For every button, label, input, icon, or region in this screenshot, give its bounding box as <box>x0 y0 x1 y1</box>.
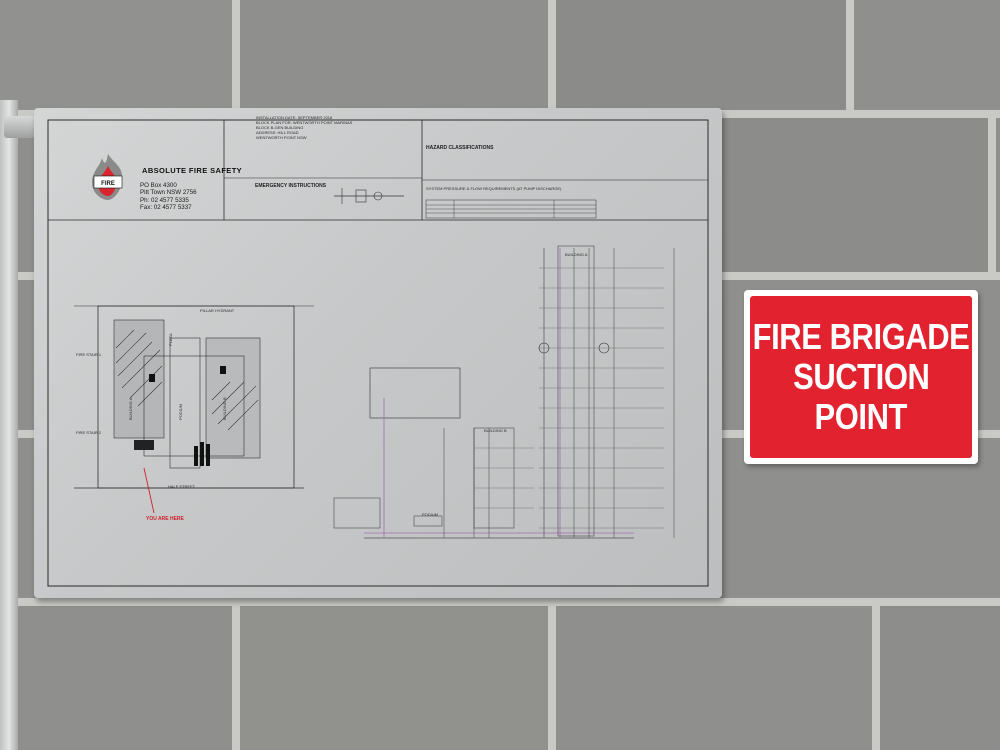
company-address: PO Box 4300 Pitt Town NSW 2756 Ph: 02 45… <box>140 182 197 212</box>
plan-label-fire-stair-1: FIRE STAIR 1 <box>76 352 102 357</box>
address-line: Fax: 02 4577 5337 <box>140 204 192 212</box>
company-name: ABSOLUTE FIRE SAFETY <box>142 166 243 175</box>
address-line: PO Box 4300 <box>140 182 177 189</box>
riser-label-building-b: BUILDING B <box>484 428 507 433</box>
block-plan-for: BLOCK PLAN FOR: WENTWORTH POINT MARINAS <box>256 120 353 125</box>
you-are-here-marker: YOU ARE HERE <box>146 516 184 522</box>
install-date: INSTALLATION DATE: SEPTEMBER 2018 <box>256 115 333 120</box>
emergency-instructions-heading: EMERGENCY INSTRUCTIONS <box>255 183 327 189</box>
fire-block-plan-plaque: FIRE <box>34 108 722 598</box>
system-pressure-heading: SYSTEM PRESSURE & FLOW REQUIREMENTS (AT … <box>426 186 562 191</box>
sign-red-panel: FIRE BRIGADE SUCTION POINT <box>750 296 972 458</box>
sign-line-1: FIRE BRIGADE <box>752 316 970 357</box>
sign-line-2: SUCTION <box>792 356 930 397</box>
address-value: WENTWORTH POINT NSW <box>256 135 307 140</box>
riser-label-building-a: BUILDING A <box>565 252 588 257</box>
install-info: INSTALLATION DATE: SEPTEMBER 2018 BLOCK … <box>256 115 352 140</box>
address-line: Pitt Town NSW 2756 <box>140 189 197 197</box>
plan-label-podium: PODIUM <box>178 404 183 420</box>
block-name: BLOCK B-GEN BUILDING <box>256 125 304 130</box>
plan-label-building-a: BUILDING A <box>128 397 133 420</box>
plan-label-fire-stair-2: FIRE STAIR 2 <box>76 430 102 435</box>
hazard-classifications-heading: HAZARD CLASSIFICATIONS <box>426 145 494 151</box>
sign-line-3: POINT <box>814 396 908 437</box>
riser-label-podium: PODIUM <box>422 512 438 517</box>
plan-label-plaza: PLAZA <box>168 333 173 346</box>
fire-brigade-suction-point-sign: FIRE BRIGADE SUCTION POINT <box>744 290 978 464</box>
address-line: Ph: 02 4577 5335 <box>140 196 189 204</box>
svg-text:FIRE: FIRE <box>101 181 115 187</box>
plan-label-pillar-hydrant: PILLAR HYDRANT <box>200 308 235 313</box>
plan-label-half-street: HALF STREET <box>168 484 196 489</box>
wall-conduit-pipe <box>0 100 18 750</box>
address-label: ADDRESS: HILL ROAD <box>256 130 299 135</box>
plan-label-building-b: BUILDING B <box>222 397 227 420</box>
company-logo: FIRE <box>92 154 123 200</box>
